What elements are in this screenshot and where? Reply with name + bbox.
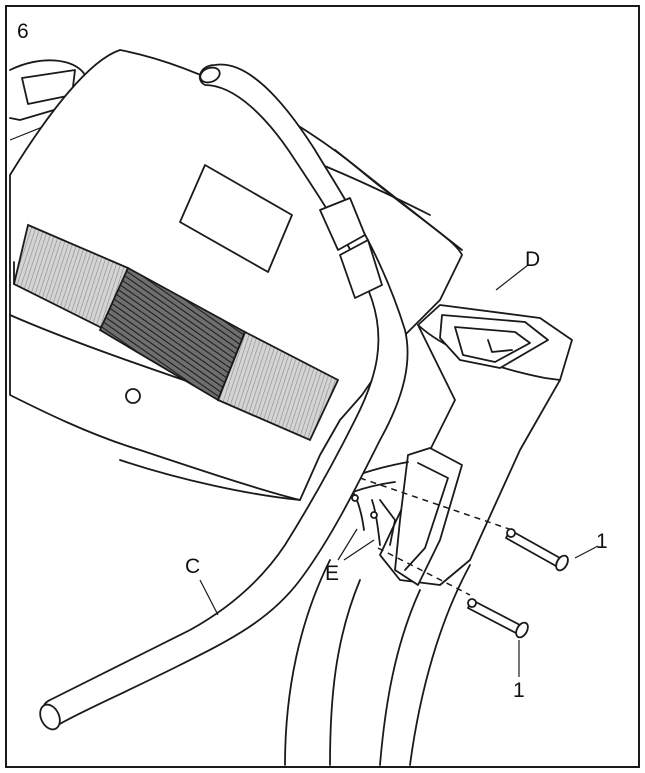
- label-d: D: [525, 248, 540, 271]
- mounting-bracket: [394, 447, 463, 586]
- label-1-upper: 1: [596, 530, 608, 553]
- right-upright: [284, 304, 573, 766]
- handrail-end-cap: [39, 703, 61, 731]
- grip-button-lower: [339, 239, 383, 299]
- right-speaker-grille: [216, 330, 340, 442]
- handrail: [39, 63, 409, 731]
- leader-lines: [199, 264, 599, 677]
- display-window: [179, 164, 293, 273]
- bolt-lower: [467, 598, 529, 639]
- label-e: E: [325, 562, 339, 585]
- bolt-upper: [505, 528, 569, 572]
- grip-button-upper: [319, 197, 366, 251]
- bolts: [467, 528, 569, 639]
- console-body: [9, 49, 463, 501]
- alignment-lines: [359, 477, 513, 596]
- label-c: C: [185, 555, 200, 578]
- step-number: 6: [17, 20, 29, 43]
- label-1-lower: 1: [513, 679, 525, 702]
- console-round-button: [125, 388, 141, 404]
